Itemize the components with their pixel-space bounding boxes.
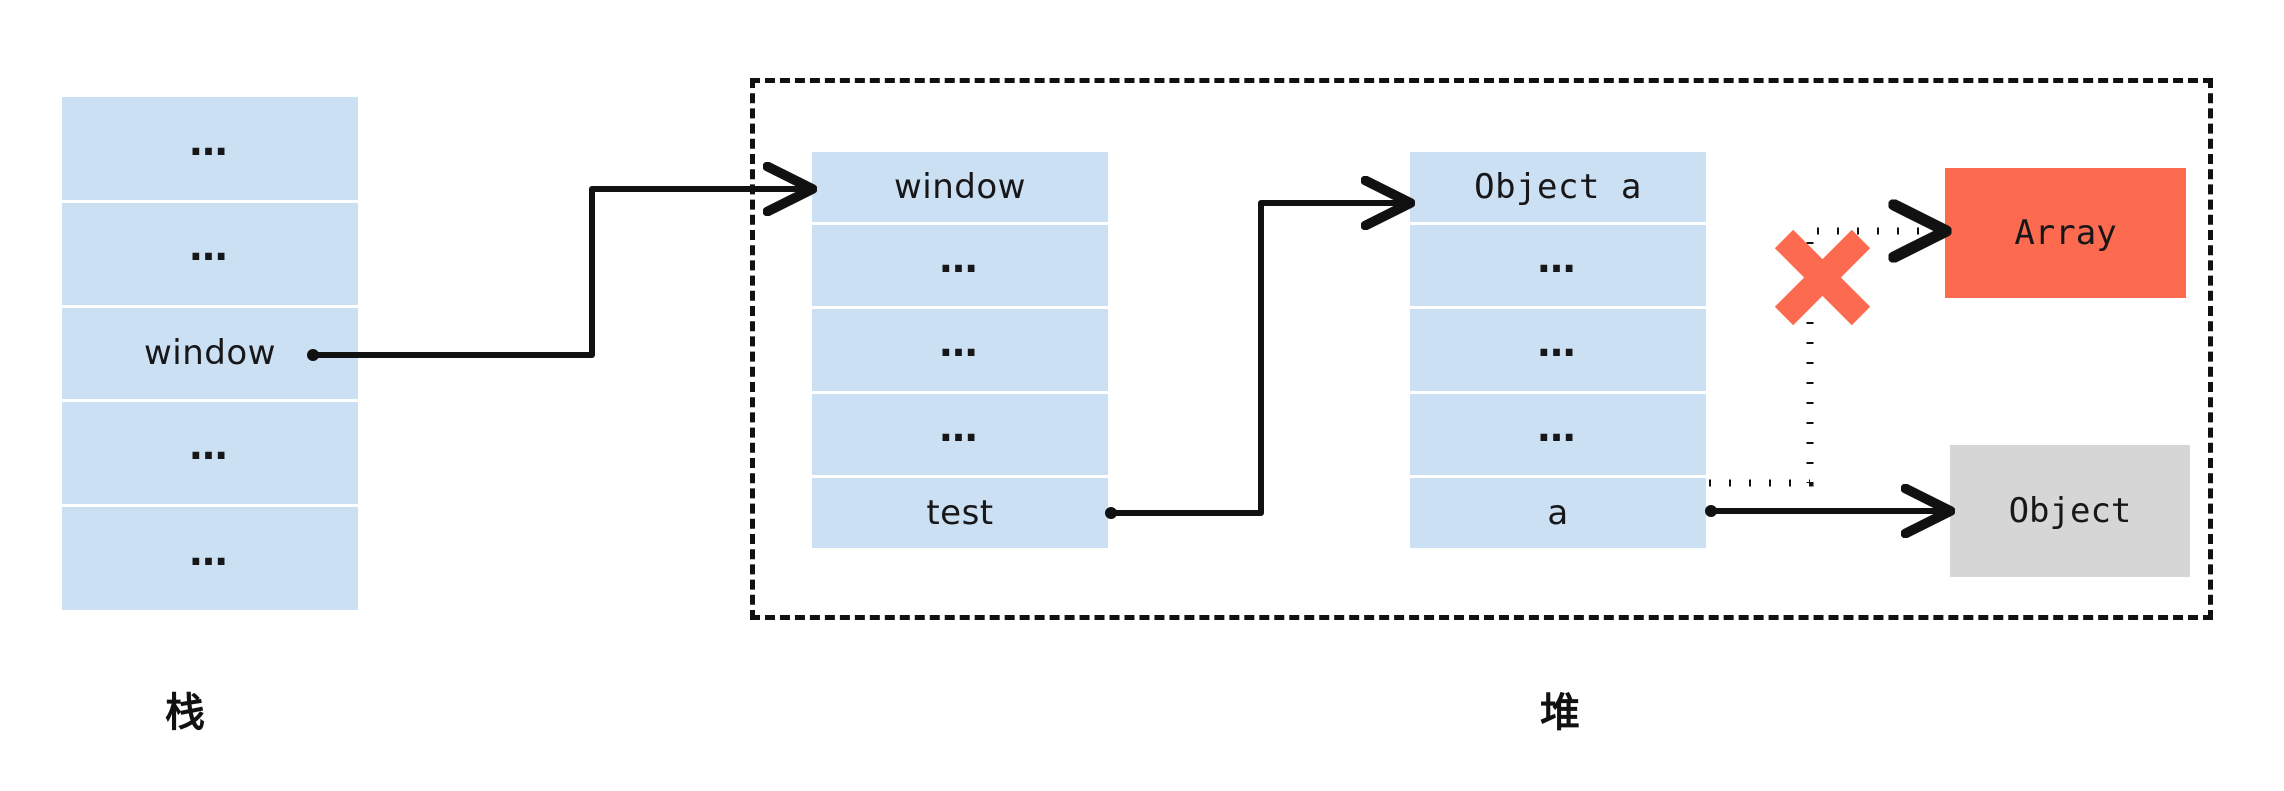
heap-object-a-row-title[interactable]: Object a [1410,152,1706,225]
heap-window-row-3[interactable]: … [812,393,1108,479]
heap-object-a-row-2[interactable]: … [1410,309,1706,394]
heap-window-row-window[interactable]: window [812,152,1108,225]
object-box[interactable]: Object [1950,445,2190,577]
stack-table: … … window … … [62,97,358,610]
stack-row-4[interactable]: … [62,507,358,610]
heap-window-frame-table: window … … … test [812,152,1108,548]
edge-stack-window-to-heap-window [307,189,808,361]
stack-row-1[interactable]: … [62,202,358,309]
stack-caption: 栈 [165,690,205,736]
heap-window-row-test[interactable]: test [812,478,1108,548]
heap-caption: 堆 [1540,690,1580,736]
heap-window-row-1[interactable]: … [812,224,1108,310]
stack-row-0[interactable]: … [62,97,358,203]
stack-row-3[interactable]: … [62,401,358,508]
stack-row-window[interactable]: window [62,308,358,402]
heap-window-row-2[interactable]: … [812,309,1108,394]
heap-object-a-row-3[interactable]: … [1410,393,1706,479]
heap-object-a-row-1[interactable]: … [1410,224,1706,310]
heap-object-a-row-a[interactable]: a [1410,478,1706,548]
array-box[interactable]: Array [1945,168,2186,298]
heap-object-a-frame-table: Object a … … … a [1410,152,1706,548]
